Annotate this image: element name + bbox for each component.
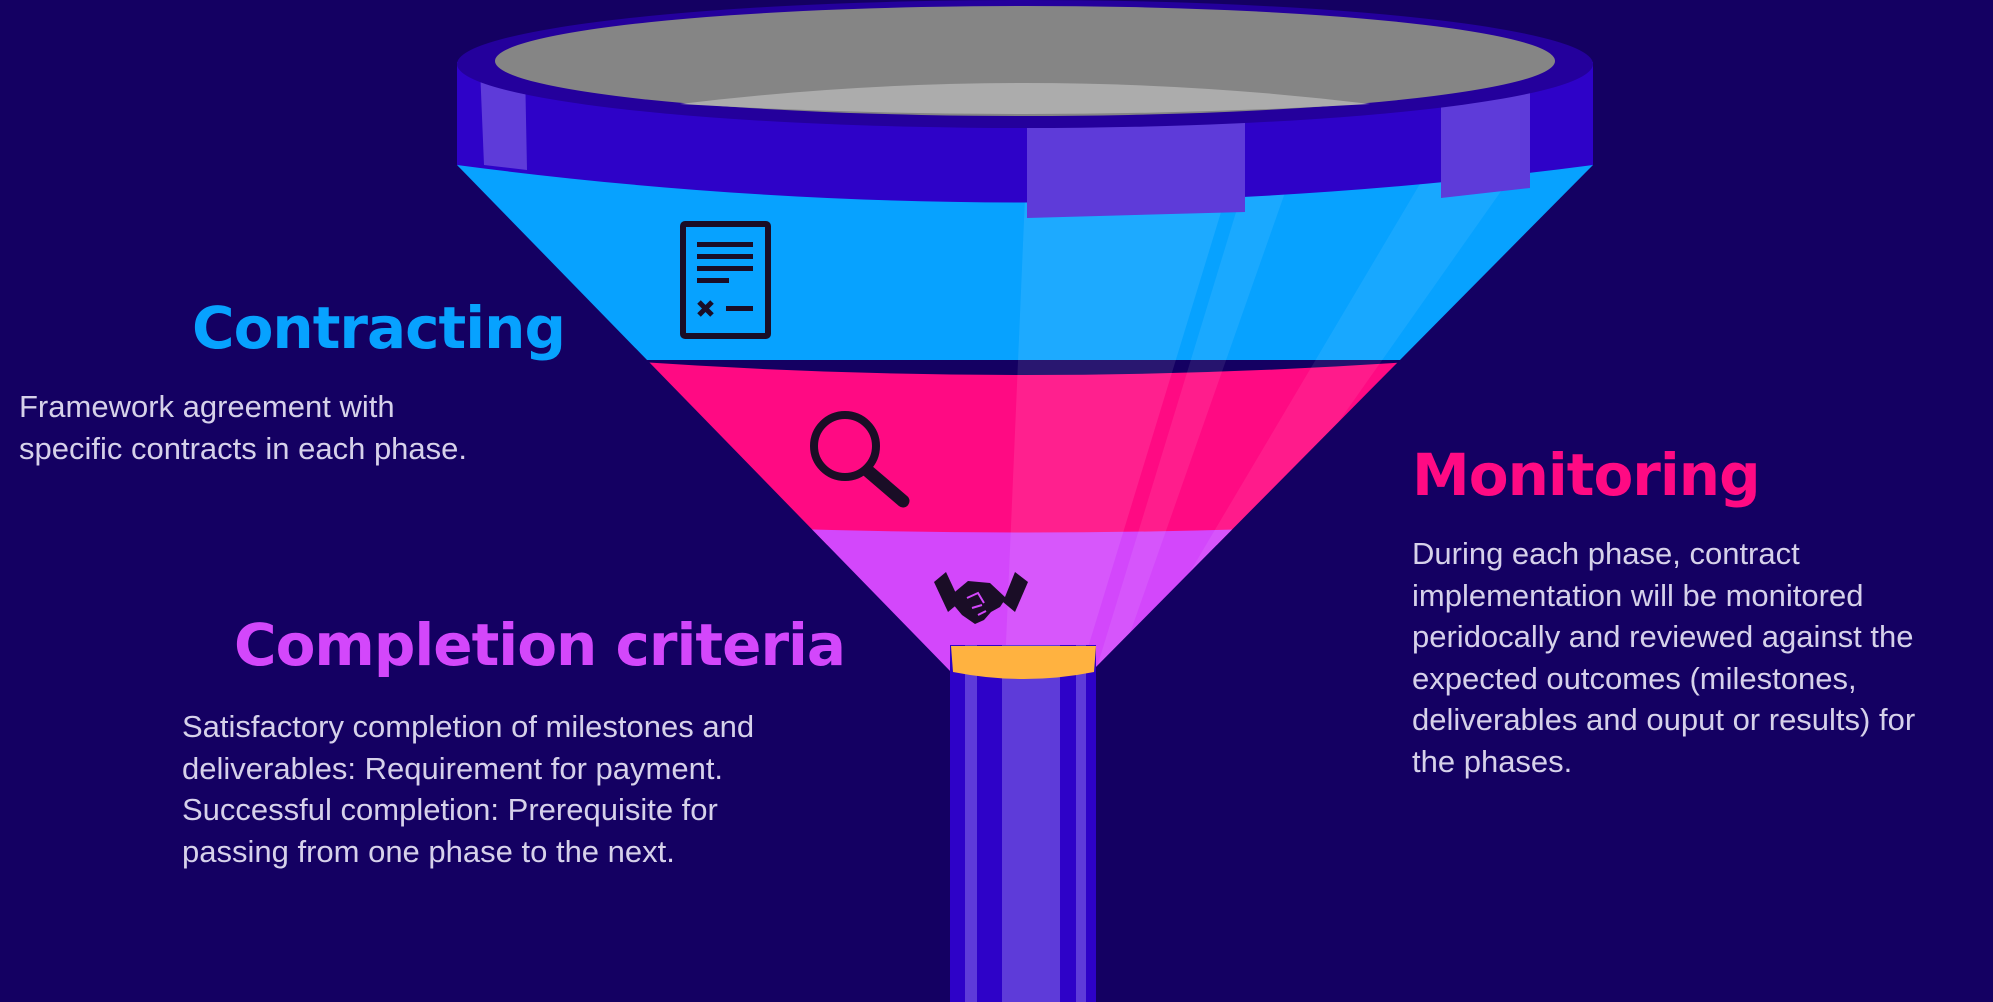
completion-line-3: Successful completion: Prerequisite for <box>182 792 718 827</box>
contract-document-icon <box>680 221 771 339</box>
cone-highlight-right <box>1090 150 1300 673</box>
contracting-line-2: specific contracts in each phase. <box>19 430 468 466</box>
completion-line-2: deliverables: Requirement for payment. <box>182 750 724 786</box>
monitoring-line-4: expected outcomes (milestones, <box>1412 660 1857 696</box>
funnel-outlet <box>951 646 1096 679</box>
monitoring-line-5: deliverables and ouput or results) for <box>1412 702 1916 737</box>
completion-criteria-description: Satisfactory completion of milestones an… <box>182 706 754 872</box>
completion-line-4: passing from one phase to the next. <box>182 833 675 869</box>
monitoring-line-2: implementation will be monitored <box>1412 577 1864 613</box>
monitoring-line-1: During each phase, contract <box>1412 536 1800 571</box>
handshake-icon <box>934 572 1028 624</box>
contracting-description: Framework agreement with specific contra… <box>19 386 467 469</box>
rim-highlight-1 <box>480 68 527 170</box>
monitoring-line-6: the phases. <box>1412 743 1573 779</box>
contracting-title: Contracting <box>192 294 566 362</box>
funnel-stem <box>950 645 1096 1002</box>
magnifier-icon <box>810 411 910 508</box>
contracting-line-1: Framework agreement with <box>19 389 395 424</box>
rim-highlight-2 <box>1027 100 1245 218</box>
funnel-opening <box>495 6 1555 116</box>
monitoring-description: During each phase, contract implementati… <box>1412 533 1915 782</box>
monitoring-title: Monitoring <box>1412 441 1761 509</box>
completion-line-1: Satisfactory completion of milestones an… <box>182 709 755 744</box>
monitoring-line-3: peridocally and reviewed against the <box>1412 619 1914 654</box>
cone-highlight-left <box>1004 150 1240 673</box>
opening-inner-band <box>680 83 1370 114</box>
rim-highlight-3 <box>1441 80 1530 198</box>
completion-criteria-title: Completion criteria <box>234 611 846 679</box>
